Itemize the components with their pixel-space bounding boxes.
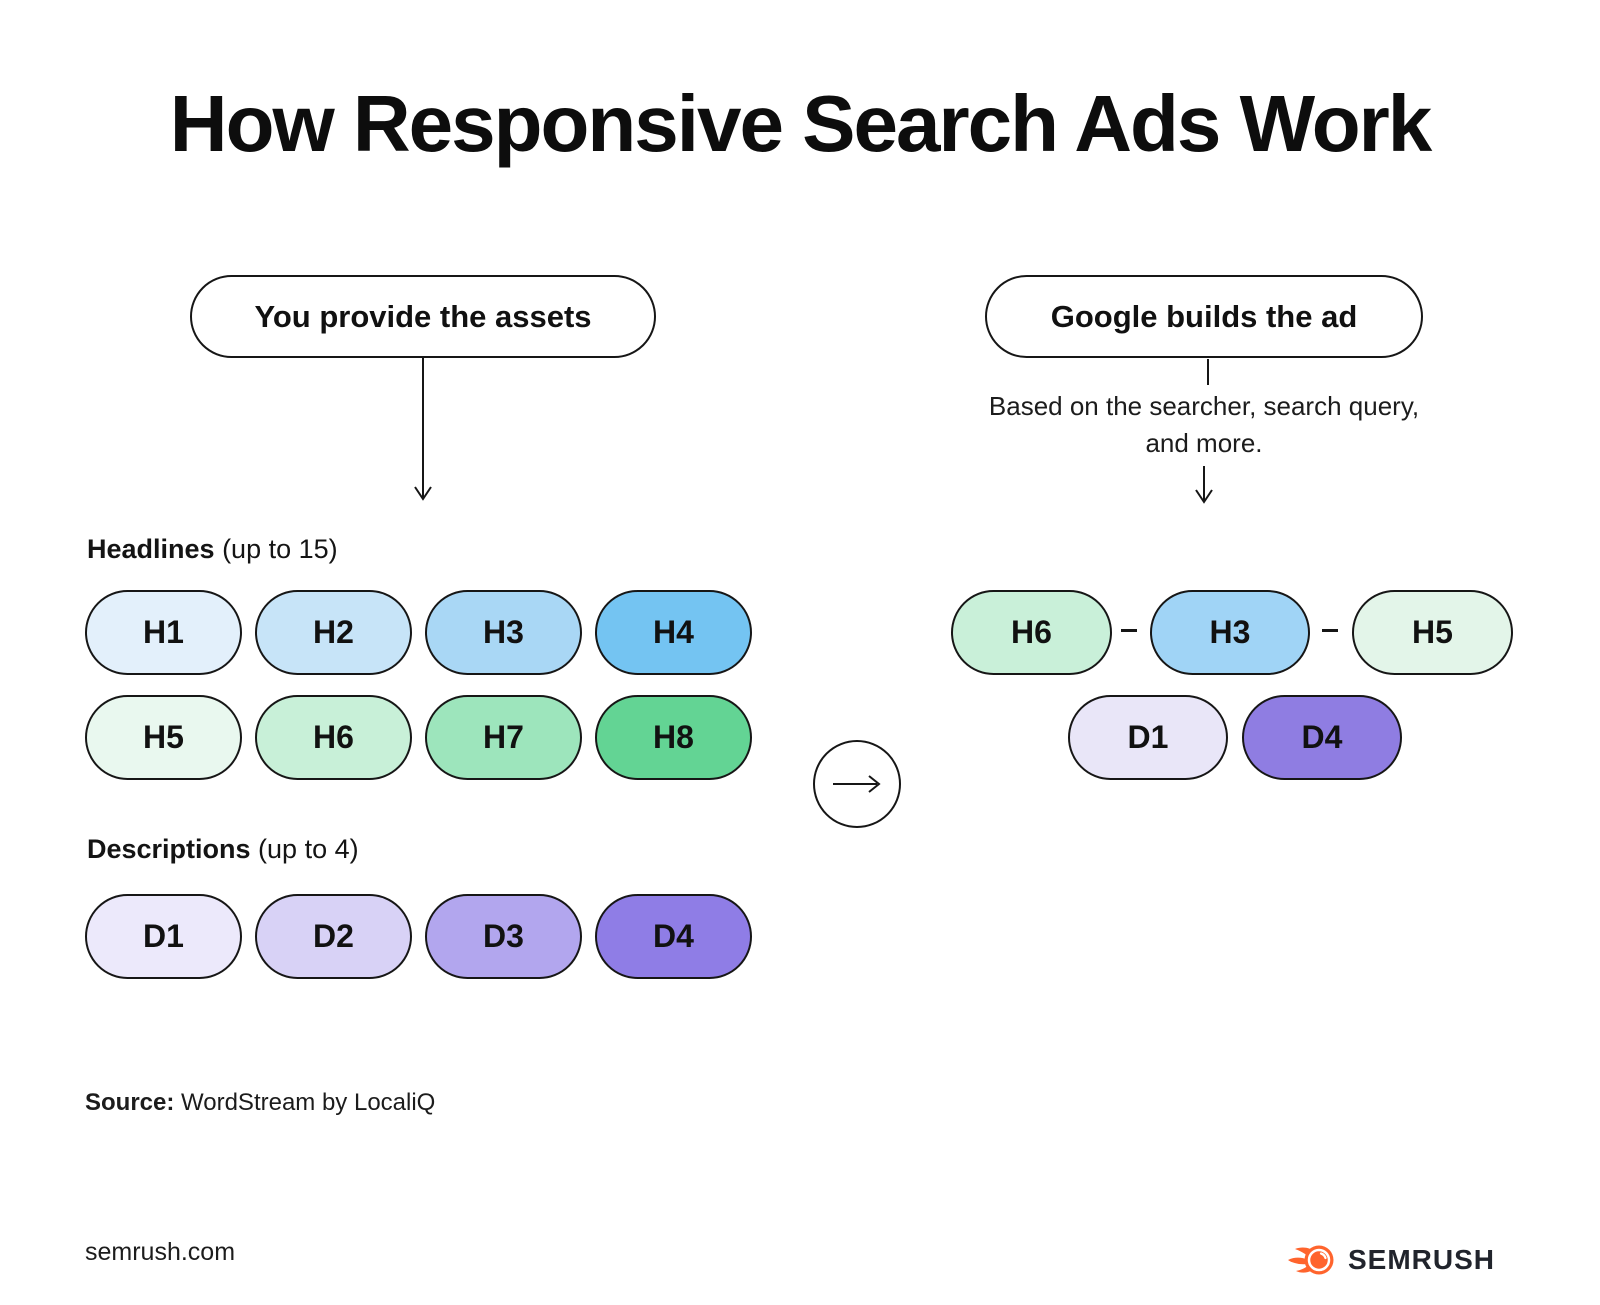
descriptions-label-bold: Descriptions <box>87 834 251 864</box>
google-builds-ad-pill: Google builds the ad <box>985 275 1423 358</box>
dash-connector <box>1322 629 1338 632</box>
source-label: Source: <box>85 1089 175 1116</box>
ad-description-pill-d4: D4 <box>1242 695 1402 780</box>
ad-headline-pill-h6: H6 <box>951 590 1112 675</box>
descriptions-label: Descriptions (up to 4) <box>87 834 359 865</box>
description-pill-d3: D3 <box>425 894 582 979</box>
headline-pill-h8: H8 <box>595 695 752 780</box>
headline-pill-h5: H5 <box>85 695 242 780</box>
connector-line <box>1207 359 1209 385</box>
ad-headline-pill-h5: H5 <box>1352 590 1513 675</box>
headlines-label-note: (up to 15) <box>214 534 338 564</box>
google-subtext: Based on the searcher, search query, and… <box>954 388 1454 462</box>
semrush-logo: SEMRUSH <box>1288 1244 1495 1276</box>
headline-pill-h7: H7 <box>425 695 582 780</box>
headline-pill-h2: H2 <box>255 590 412 675</box>
description-pill-d2: D2 <box>255 894 412 979</box>
transfer-circle <box>813 740 901 828</box>
subtext-line-2: and more. <box>1145 428 1263 458</box>
headline-pill-h1: H1 <box>85 590 242 675</box>
headlines-label: Headlines (up to 15) <box>87 534 338 565</box>
right-arrow-icon <box>833 775 881 793</box>
dash-connector <box>1121 629 1137 632</box>
semrush-logo-text: SEMRUSH <box>1348 1244 1496 1275</box>
headlines-label-bold: Headlines <box>87 534 215 564</box>
down-arrow-icon <box>414 357 432 501</box>
source-line: Source: WordStream by LocaliQ <box>85 1089 435 1117</box>
headline-pill-h6: H6 <box>255 695 412 780</box>
ad-headline-pill-h3: H3 <box>1150 590 1310 675</box>
subtext-line-1: Based on the searcher, search query, <box>988 391 1420 421</box>
ad-description-pill-d1: D1 <box>1068 695 1228 780</box>
headline-pill-h3: H3 <box>425 590 582 675</box>
down-arrow-icon <box>1195 466 1213 504</box>
page-title: How Responsive Search Ads Work <box>169 79 1432 168</box>
description-pill-d1: D1 <box>85 894 242 979</box>
semrush-flame-icon <box>1288 1245 1334 1275</box>
descriptions-label-note: (up to 4) <box>250 834 359 864</box>
description-pill-d4: D4 <box>595 894 752 979</box>
you-provide-assets-pill: You provide the assets <box>190 275 656 358</box>
source-text: WordStream by LocaliQ <box>174 1089 436 1116</box>
headline-pill-h4: H4 <box>595 590 752 675</box>
footer-site-url: semrush.com <box>85 1238 236 1266</box>
